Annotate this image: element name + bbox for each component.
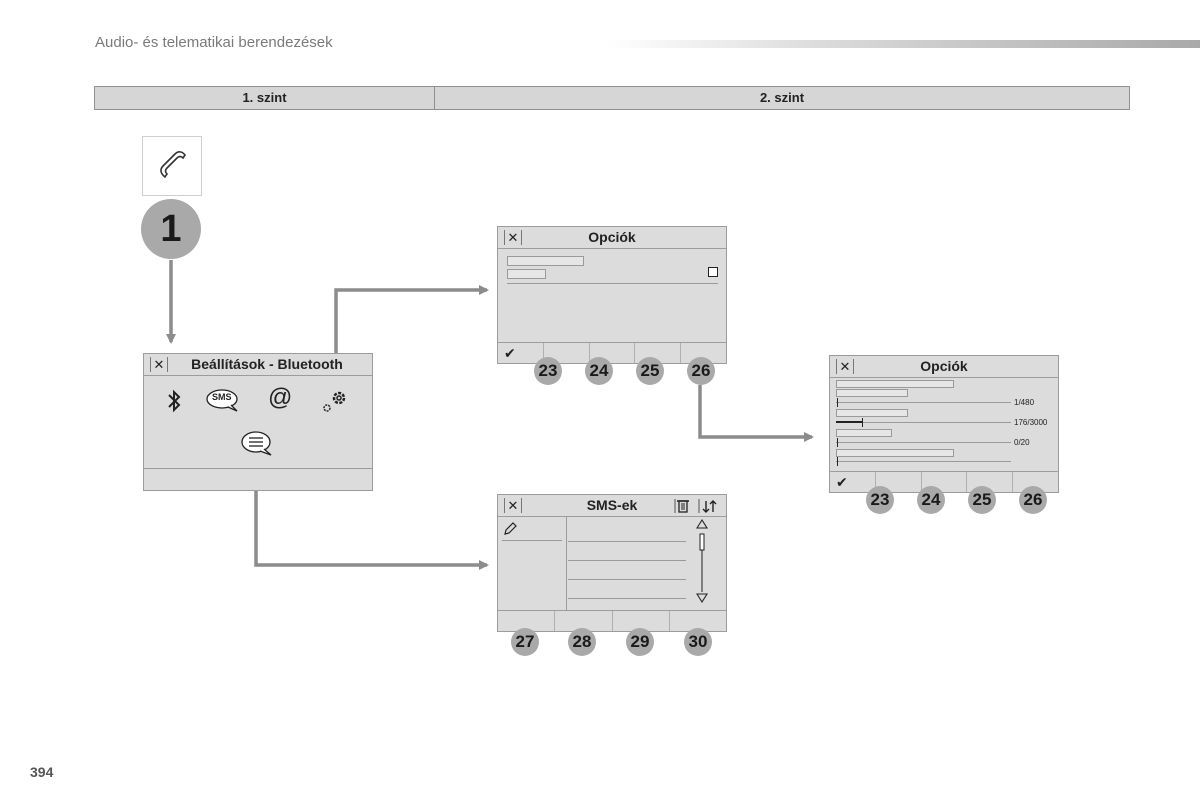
scroll-down-icon xyxy=(696,593,708,604)
slider-fill xyxy=(836,421,862,423)
confirm-button[interactable]: ✔ xyxy=(498,343,543,363)
slider-track[interactable] xyxy=(836,461,1011,462)
trash-icon[interactable] xyxy=(674,498,690,514)
settings-gear-icon[interactable] xyxy=(320,387,350,415)
callout-badge: 25 xyxy=(636,357,664,385)
phone-button[interactable] xyxy=(142,136,202,196)
screen-title: Beállítások - Bluetooth xyxy=(191,356,343,372)
softkey-23[interactable] xyxy=(542,343,589,363)
screen-title: Opciók xyxy=(588,229,636,245)
message-list-row[interactable] xyxy=(568,598,686,599)
callout-badge: 24 xyxy=(917,486,945,514)
softkey-28[interactable] xyxy=(554,611,611,631)
close-button[interactable]: ✕ xyxy=(504,498,522,513)
slider-handle[interactable] xyxy=(837,457,838,466)
scrollbar[interactable] xyxy=(694,518,710,608)
arrow-options-to-options2 xyxy=(698,385,814,442)
option-row-placeholder[interactable] xyxy=(507,256,584,266)
header-gradient-bar xyxy=(605,40,1200,48)
callout-badge: 24 xyxy=(585,357,613,385)
sms-icon-label: SMS xyxy=(212,392,232,402)
level-2-label: 2. szint xyxy=(759,90,805,105)
chapter-title: Audio- és telematikai berendezések xyxy=(95,34,333,51)
callout-badge: 26 xyxy=(1019,486,1047,514)
slider-handle[interactable] xyxy=(837,398,838,407)
softkey-23[interactable] xyxy=(874,472,921,492)
options-screen-2: ✕ Opciók 1/480 176/3000 0/20 ✔ xyxy=(829,355,1059,493)
checkmark-icon: ✔ xyxy=(504,345,516,361)
screen-title: SMS-ek xyxy=(586,497,638,513)
message-list-row[interactable] xyxy=(568,541,686,542)
close-button[interactable]: ✕ xyxy=(836,359,854,374)
callout-badge: 30 xyxy=(684,628,712,656)
callout-badge: 29 xyxy=(626,628,654,656)
settings-bluetooth-screen: ✕ Beállítások - Bluetooth SMS @ xyxy=(143,353,373,491)
slider-handle[interactable] xyxy=(837,438,838,447)
option-row-placeholder xyxy=(836,380,954,388)
slider-track[interactable] xyxy=(836,422,1011,423)
message-list-row[interactable] xyxy=(568,579,686,580)
callout-badge: 23 xyxy=(866,486,894,514)
message-bubble-icon[interactable] xyxy=(240,430,276,458)
scroll-thumb xyxy=(699,533,705,551)
sms-icon[interactable]: SMS xyxy=(206,389,240,412)
edit-pencil-icon[interactable] xyxy=(503,522,517,536)
softkey-24[interactable] xyxy=(920,472,967,492)
at-sign-icon[interactable]: @ xyxy=(268,384,293,411)
softkey-24[interactable] xyxy=(588,343,635,363)
callout-badge: 25 xyxy=(968,486,996,514)
phone-icon xyxy=(160,151,186,179)
slider-track[interactable] xyxy=(836,402,1011,403)
level-header: 1. szint 2. szint xyxy=(94,86,1130,110)
column-divider xyxy=(566,517,567,610)
divider xyxy=(502,540,562,541)
screen-title: Opciók xyxy=(920,358,968,374)
callout-badge: 27 xyxy=(511,628,539,656)
close-button[interactable]: ✕ xyxy=(150,357,168,372)
slider-value-label: 1/480 xyxy=(1014,398,1035,407)
softkey-26[interactable] xyxy=(680,343,726,363)
confirm-button[interactable]: ✔ xyxy=(830,472,875,492)
checkmark-icon: ✔ xyxy=(836,474,848,490)
option-row-placeholder xyxy=(836,429,892,437)
softkey-25[interactable] xyxy=(634,343,680,363)
scroll-up-icon xyxy=(696,518,708,529)
softkey-29[interactable] xyxy=(611,611,669,631)
arrow-message-to-sms xyxy=(254,455,489,570)
options-screen-1: ✕ Opciók ✔ xyxy=(497,226,727,364)
message-list-row[interactable] xyxy=(568,560,686,561)
softkey-25[interactable] xyxy=(966,472,1012,492)
page-number: 394 xyxy=(30,764,54,780)
callout-badge: 28 xyxy=(568,628,596,656)
sms-screen: ✕ SMS-ek xyxy=(497,494,727,632)
slider-value-label: 176/3000 xyxy=(1014,418,1048,427)
slider-handle[interactable] xyxy=(862,418,863,427)
close-button[interactable]: ✕ xyxy=(504,230,522,245)
callout-badge: 26 xyxy=(687,357,715,385)
slider-value-label: 0/20 xyxy=(1014,438,1030,447)
option-row-placeholder[interactable] xyxy=(507,269,546,279)
slider-track[interactable] xyxy=(836,442,1011,443)
option-row-placeholder xyxy=(836,389,908,397)
divider xyxy=(507,283,718,284)
softkey-30[interactable] xyxy=(668,611,726,631)
divider xyxy=(144,468,372,469)
softkey-26[interactable] xyxy=(1012,472,1058,492)
option-row-placeholder xyxy=(836,409,908,417)
callout-badge: 23 xyxy=(534,357,562,385)
option-checkbox[interactable] xyxy=(708,267,718,277)
level-1-label: 1. szint xyxy=(95,87,435,109)
step-number-badge: 1 xyxy=(141,199,201,259)
sms-bubble-icon xyxy=(206,389,238,412)
bluetooth-icon[interactable] xyxy=(164,388,184,414)
option-row-placeholder xyxy=(836,449,954,457)
sort-arrows-icon[interactable] xyxy=(698,497,722,515)
